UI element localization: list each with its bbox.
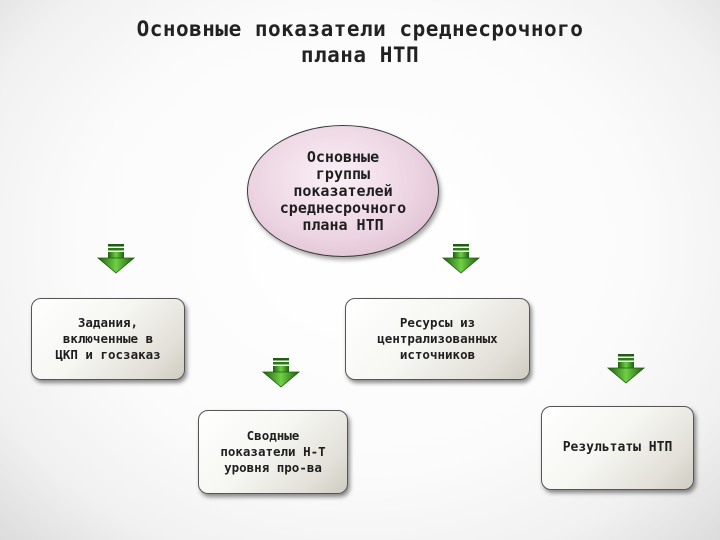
slide-title: Основные показатели среднесрочного плана… xyxy=(136,17,584,67)
down-arrow-icon xyxy=(96,244,136,274)
center-oval-label: Основные группы показателей среднесрочно… xyxy=(279,147,407,234)
box-ntp-results: Результаты НТП xyxy=(541,406,694,490)
box-summary-indicators-label: Сводные показатели Н-Т уровня про-ва xyxy=(220,428,326,475)
center-oval: Основные группы показателей среднесрочно… xyxy=(247,125,439,257)
box-centralized-resources: Ресурсы из централизованных источников xyxy=(345,298,530,380)
box-centralized-resources-label: Ресурсы из централизованных источников xyxy=(377,315,498,362)
box-ntp-results-label: Результаты НТП xyxy=(562,440,673,455)
box-summary-indicators: Сводные показатели Н-Т уровня про-ва xyxy=(198,410,348,494)
down-arrow-icon xyxy=(441,244,481,274)
down-arrow-icon xyxy=(606,354,646,384)
down-arrow-icon xyxy=(261,358,301,388)
box-tasks-ckp: Задания, включенные в ЦКП и госзаказ xyxy=(31,298,185,380)
box-tasks-ckp-label: Задания, включенные в ЦКП и госзаказ xyxy=(55,315,161,362)
